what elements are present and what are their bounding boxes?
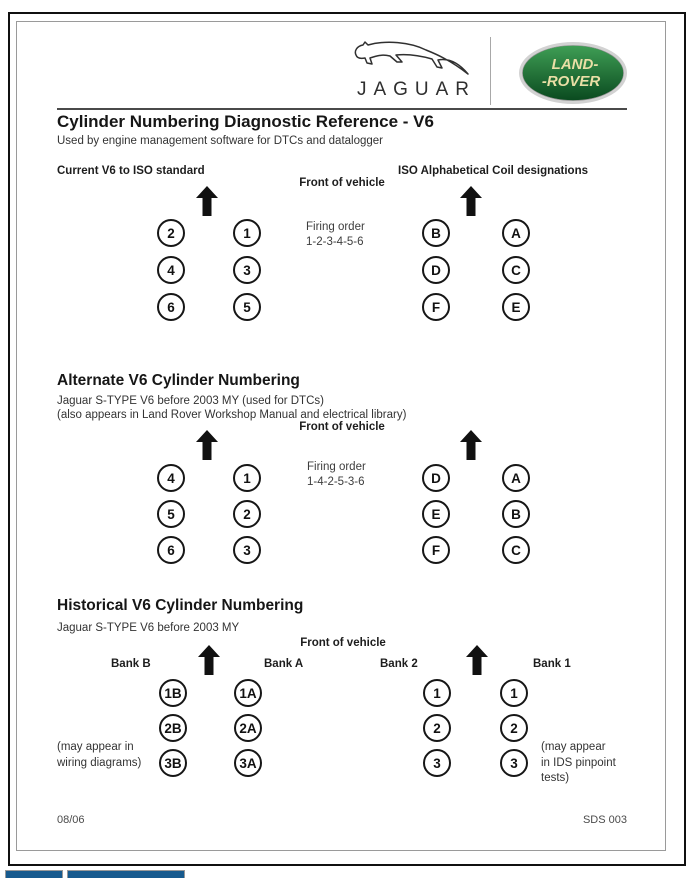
section2-subheading1: Jaguar S-TYPE V6 before 2003 MY (used fo… — [57, 395, 324, 407]
header-rule — [57, 108, 627, 110]
cylinder-circle: 1 — [233, 464, 261, 492]
cylinder-circle: 6 — [157, 536, 185, 564]
up-arrow-icon — [460, 430, 482, 460]
cylinder-circle: 3A — [234, 749, 262, 777]
up-arrow-icon — [198, 645, 220, 675]
coil-circle: C — [502, 536, 530, 564]
cylinder-circle: 1 — [500, 679, 528, 707]
section2-front-label: Front of vehicle — [299, 421, 385, 433]
page-subtitle: Used by engine management software for D… — [57, 135, 384, 147]
cylinder-circle: 2A — [234, 714, 262, 742]
section2-subheading2: (also appears in Land Rover Workshop Man… — [57, 409, 407, 421]
cylinder-circle: 3 — [233, 536, 261, 564]
firing-order-sequence: 1-4-2-5-3-6 — [307, 476, 365, 488]
coil-circle: A — [502, 464, 530, 492]
section1-front-label: Front of vehicle — [299, 177, 385, 189]
coil-circle: F — [422, 536, 450, 564]
cylinder-circle: 1B — [159, 679, 187, 707]
cylinder-circle: 2 — [157, 219, 185, 247]
up-arrow-icon — [460, 186, 482, 216]
land-rover-text-top: LAND- — [552, 56, 599, 73]
section3-heading: Historical V6 Cylinder Numbering — [57, 597, 304, 614]
section1-left-label: Current V6 to ISO standard — [57, 165, 205, 177]
firing-order-sequence: 1-2-3-4-5-6 — [306, 236, 364, 248]
cylinder-circle: 2 — [423, 714, 451, 742]
coil-circle: D — [422, 464, 450, 492]
cylinder-circle: 6 — [157, 293, 185, 321]
bank-label-a: Bank A — [264, 658, 304, 670]
right-note-line1: (may appear — [541, 741, 606, 753]
cylinder-circle: 4 — [157, 256, 185, 284]
cylinder-circle: 3 — [423, 749, 451, 777]
land-rover-text-bottom: -ROVER — [542, 73, 601, 90]
cylinder-circle: 2B — [159, 714, 187, 742]
cylinder-circle: 2 — [500, 714, 528, 742]
cylinder-circle: 1 — [423, 679, 451, 707]
left-note: (may appear in wiring diagrams) — [57, 740, 141, 771]
coil-circle: A — [502, 219, 530, 247]
coil-circle: E — [422, 500, 450, 528]
firing-order-title: Firing order — [306, 221, 365, 233]
coil-circle: E — [502, 293, 530, 321]
section1-firing-order: Firing order 1-2-3-4-5-6 — [306, 220, 365, 250]
cylinder-circle: 3 — [233, 256, 261, 284]
coil-circle: B — [422, 219, 450, 247]
up-arrow-icon — [196, 430, 218, 460]
left-note-line2: wiring diagrams) — [57, 756, 142, 769]
right-note-line3: tests) — [541, 772, 570, 784]
section1-right-label: ISO Alphabetical Coil designations — [398, 165, 588, 177]
coil-circle: D — [422, 256, 450, 284]
cylinder-circle: 4 — [157, 464, 185, 492]
coil-circle: F — [422, 293, 450, 321]
taskbar-button[interactable] — [67, 870, 185, 878]
up-arrow-icon — [466, 645, 488, 675]
up-arrow-icon — [196, 186, 218, 216]
cylinder-circle: 3 — [500, 749, 528, 777]
section3-front-label: Front of vehicle — [300, 637, 386, 649]
section3-subheading1: Jaguar S-TYPE V6 before 2003 MY — [57, 622, 240, 634]
jaguar-logo-text: JAGUAR — [356, 79, 477, 100]
land-rover-logo: LAND- -ROVER — [519, 42, 627, 104]
bank-label-b: Bank B — [111, 658, 151, 670]
right-note: (may appear in IDS pinpoint tests) — [541, 740, 616, 787]
left-note-line1: (may appear in — [57, 741, 134, 753]
footer-doc-number: SDS 003 — [582, 814, 627, 826]
cylinder-circle: 5 — [233, 293, 261, 321]
coil-circle: C — [502, 256, 530, 284]
jaguar-cat-icon — [354, 41, 469, 75]
bank-label-1: Bank 1 — [533, 658, 571, 670]
footer-date: 08/06 — [57, 814, 85, 826]
page-title: Cylinder Numbering Diagnostic Reference … — [57, 112, 434, 131]
bank-label-2: Bank 2 — [380, 658, 418, 670]
firing-order-title: Firing order — [307, 461, 366, 473]
section2-heading: Alternate V6 Cylinder Numbering — [57, 372, 300, 389]
cylinder-circle: 2 — [233, 500, 261, 528]
cylinder-circle: 5 — [157, 500, 185, 528]
cylinder-circle: 1A — [234, 679, 262, 707]
header-divider — [490, 37, 491, 105]
page-inner-border — [16, 21, 666, 851]
section2-firing-order: Firing order 1-4-2-5-3-6 — [307, 460, 366, 490]
coil-circle: B — [502, 500, 530, 528]
cylinder-circle: 3B — [159, 749, 187, 777]
taskbar-button[interactable] — [5, 870, 63, 878]
cylinder-circle: 1 — [233, 219, 261, 247]
right-note-line2: in IDS pinpoint — [541, 756, 616, 769]
